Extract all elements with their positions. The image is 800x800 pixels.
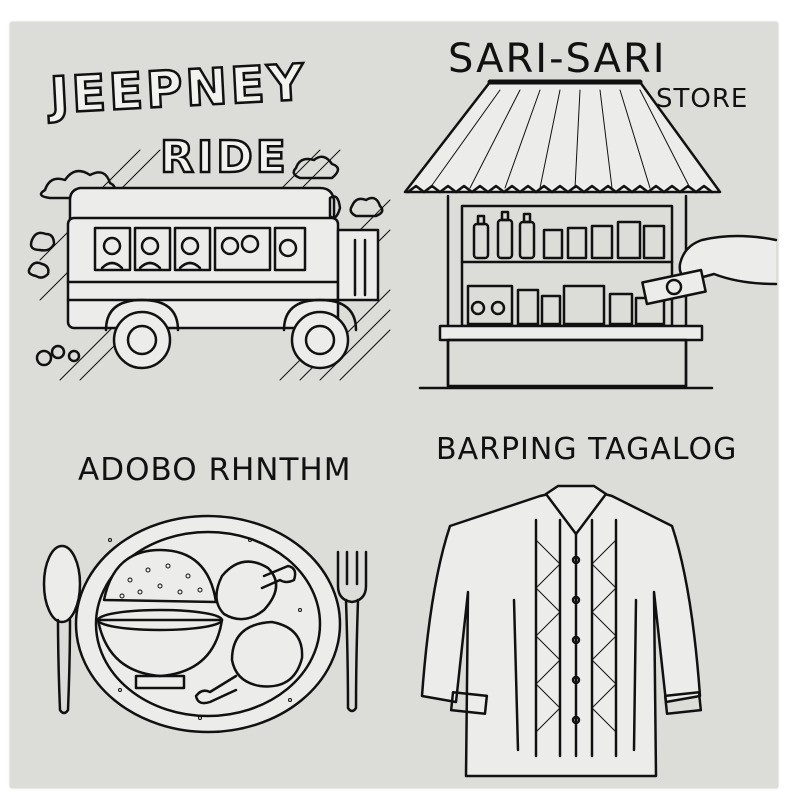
barong-title: BARPING TAGALOG [436,432,738,467]
cloud [349,196,384,218]
ride-title: RIDE [159,131,289,185]
adobo-illustration [42,514,368,734]
cloud [292,155,340,180]
adobo-title: ADOBO RHNTHM [78,452,352,488]
jeepney-illustration [27,149,391,381]
sari-sari-store-illustration [403,79,778,390]
cloud [27,261,50,279]
sari-sari-title: SARI-SARI [448,36,667,82]
bottles [472,210,666,260]
cloud [29,231,56,252]
barong-illustration [420,484,703,778]
cloud [39,169,117,200]
store-title: STORE [656,84,749,114]
boxes [466,284,666,326]
